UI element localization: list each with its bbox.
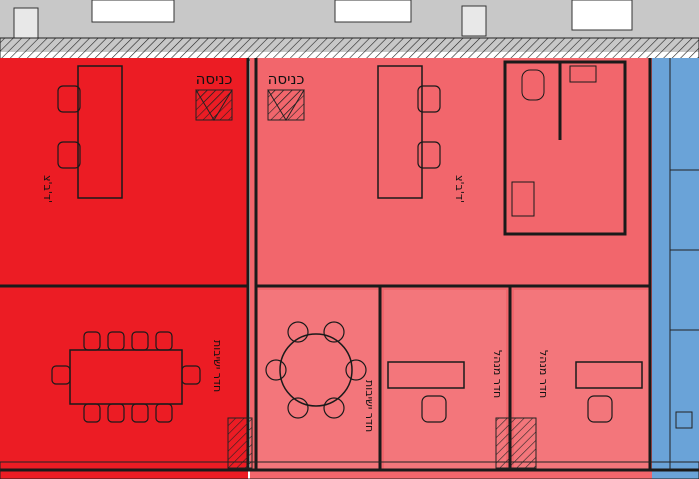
chair-office-a (421, 395, 447, 423)
entrance-label-right: כניסה (268, 70, 305, 88)
round-chairs (265, 321, 367, 419)
top-left-icon (13, 7, 39, 39)
top-box-right (571, 0, 633, 31)
chair-office-b (587, 395, 613, 423)
meeting-chairs (51, 331, 201, 423)
bottom-wall (0, 461, 699, 479)
zone-room-b (514, 290, 650, 470)
top-window-mid (334, 0, 412, 23)
round-room-label: חדר ישיבות (363, 380, 376, 432)
shower (511, 181, 535, 217)
top-wall (0, 37, 699, 61)
toilet (521, 69, 545, 101)
office-a-label: חדר מנהל (491, 350, 504, 398)
column-left (227, 417, 253, 469)
chairs-left-office (57, 85, 441, 169)
top-toilet-icon (461, 5, 487, 37)
window-mullions (669, 58, 699, 470)
entrance-arrow-left (195, 89, 233, 121)
entrance-label-left: כניסה (196, 70, 233, 88)
walls (0, 58, 699, 472)
desk-office-b (575, 361, 643, 389)
top-window-left (91, 0, 175, 23)
round-table (279, 333, 353, 407)
left-office-label-2: ד'ב'צ' (453, 175, 466, 203)
zone-blue (652, 58, 699, 479)
office-b-label: חדר מנהל (537, 350, 550, 398)
blue-zone-symbol (675, 411, 693, 429)
entrance-arrow-right (267, 89, 305, 121)
left-office-label-1: ד'ב'צ' (41, 175, 54, 203)
desk-left (77, 65, 123, 199)
sink (569, 65, 597, 83)
meeting-room-label: חדר ישיבות (211, 340, 224, 392)
zone-room-a (384, 290, 506, 470)
desk-right (377, 65, 423, 199)
desk-office-a (387, 361, 465, 389)
column-mid (495, 417, 537, 469)
